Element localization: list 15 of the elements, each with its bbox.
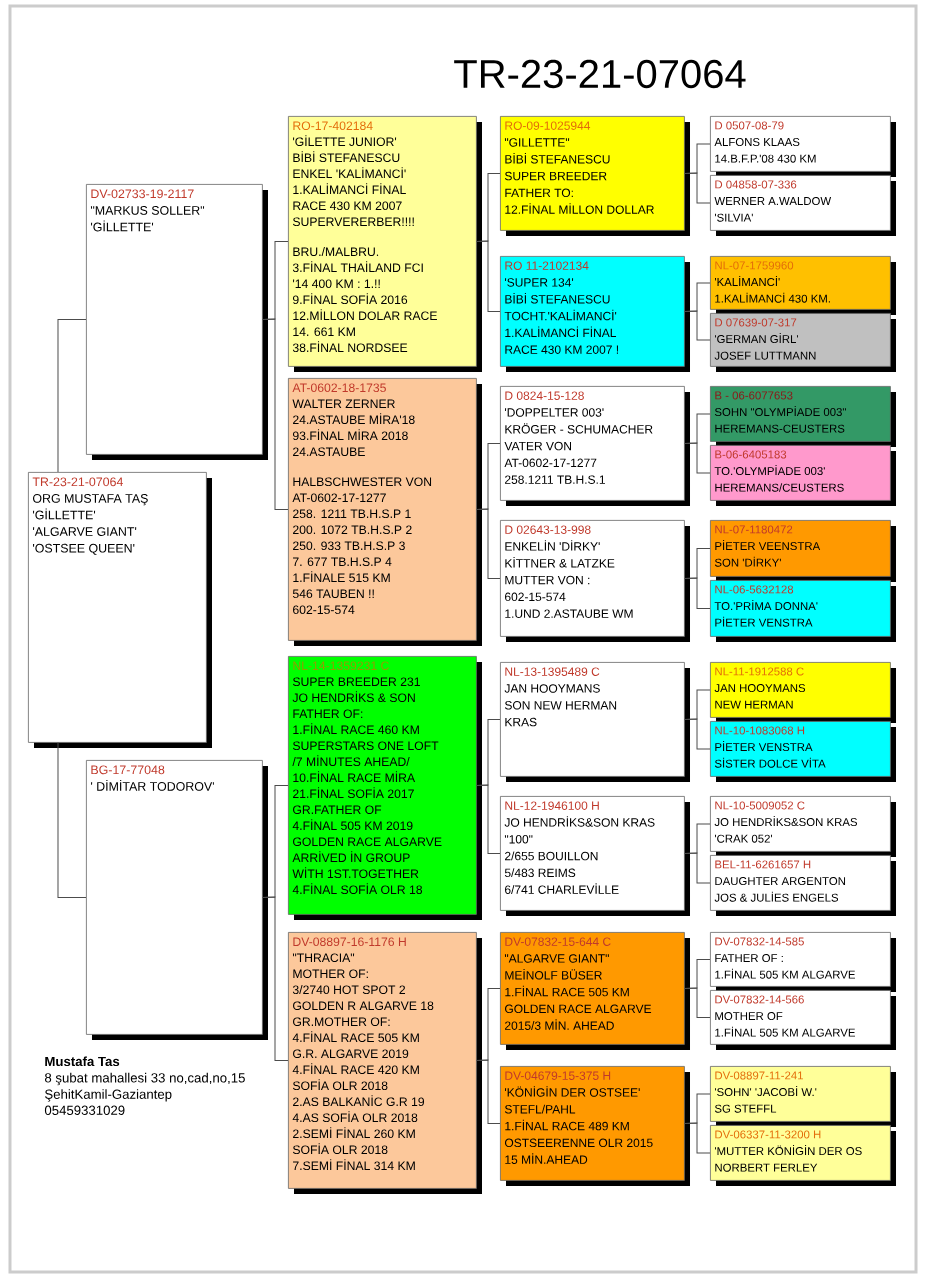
connector-line xyxy=(684,718,711,750)
connector-line xyxy=(684,172,711,204)
connector-line xyxy=(684,442,711,474)
connector-line xyxy=(684,852,711,884)
connector-line xyxy=(262,318,289,510)
connector-line xyxy=(476,508,501,579)
connector-line xyxy=(476,1059,501,1124)
connector-line xyxy=(684,310,711,341)
connector-line xyxy=(684,987,711,1018)
connector-line xyxy=(476,784,501,854)
connector-line xyxy=(262,896,289,1061)
title: TR-23-21-07064 xyxy=(454,59,746,89)
connector-line xyxy=(476,240,501,312)
connector-line xyxy=(684,577,711,609)
connector-line xyxy=(684,1122,711,1154)
